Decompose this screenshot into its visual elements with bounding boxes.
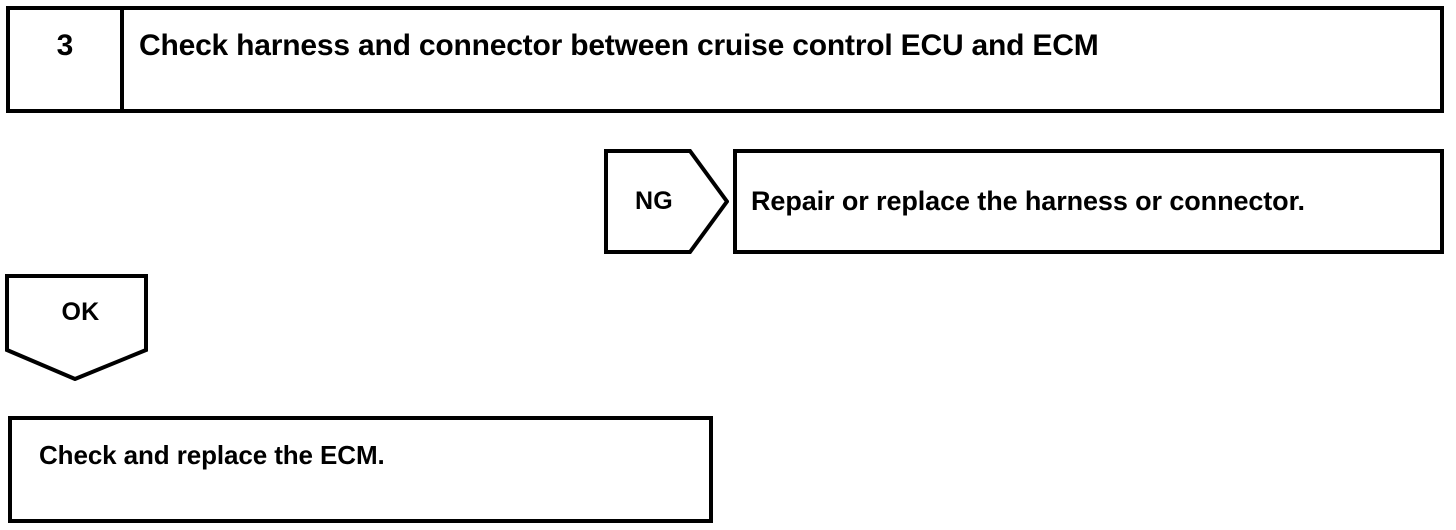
ng-branch-label: NG (634, 187, 674, 215)
step-number-cell: 3 (10, 10, 124, 109)
ng-result-text: Repair or replace the harness or connect… (751, 186, 1305, 216)
final-result-box: Check and replace the ECM. (8, 416, 713, 523)
step-description: Check harness and connector between crui… (139, 29, 1099, 62)
step-description-cell: Check harness and connector between crui… (128, 10, 1440, 109)
step-row: 3 Check harness and connector between cr… (6, 6, 1444, 113)
ok-branch-label: OK (61, 297, 100, 326)
ng-result-box: Repair or replace the harness or connect… (733, 149, 1444, 254)
ok-branch-pentagon-icon (5, 274, 148, 381)
ng-branch-pentagon-icon (604, 149, 729, 254)
step-number: 3 (56, 29, 74, 62)
final-result-text: Check and replace the ECM. (39, 440, 385, 470)
